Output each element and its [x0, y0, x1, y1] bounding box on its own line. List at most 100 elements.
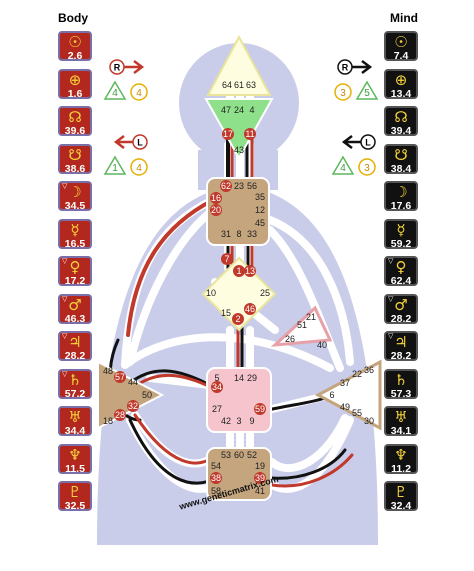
mind-column-title: Mind — [390, 11, 418, 25]
defined-gate-marker — [210, 472, 222, 484]
gate-6-label: 6 — [329, 390, 334, 400]
gate-line-value: 7.4 — [393, 50, 409, 62]
solar-plexus-center — [314, 359, 382, 431]
body-mars-tile: ▽♂46.3 — [58, 293, 92, 324]
gate-7-label: 7 — [224, 254, 229, 264]
gate-31-label: 31 — [221, 229, 231, 239]
mars-icon: ♂ — [68, 295, 82, 314]
arrow-letter: R — [114, 63, 121, 73]
mars-icon: ♂ — [394, 295, 408, 314]
gate-33-label: 33 — [247, 229, 257, 239]
gate-line-value: 34.5 — [64, 200, 86, 212]
north-node-icon: ☊ — [68, 108, 82, 126]
pluto-icon: ♇ — [394, 483, 408, 501]
gate-2-label: 2 — [235, 314, 240, 324]
gate-24-label: 24 — [234, 105, 244, 115]
gate-40-label: 40 — [317, 340, 327, 350]
defined-gate-marker — [220, 180, 232, 192]
gate-57-label: 57 — [115, 372, 125, 382]
south-node-icon: ☋ — [68, 145, 82, 164]
gate-13-label: 13 — [245, 266, 255, 276]
gate-line-value: 13.4 — [390, 87, 412, 100]
saturn-icon: ♄ — [394, 370, 408, 389]
gate-10-label: 10 — [206, 288, 216, 298]
neptune-icon: ♆ — [68, 445, 82, 464]
defined-gate-marker — [222, 128, 234, 140]
mind-mercury-tile: ☿59.2 — [384, 218, 418, 249]
gate-line-value: 11.2 — [391, 462, 411, 475]
arrow-letter: L — [137, 138, 143, 148]
gate-15-label: 15 — [221, 308, 231, 318]
body-venus-tile: ▽♀17.2 — [58, 256, 92, 287]
gate-45-label: 45 — [255, 218, 265, 228]
gate-44-label: 44 — [128, 377, 138, 387]
gate-line-value: 39.6 — [64, 125, 86, 137]
uranus-icon: ♅ — [394, 408, 408, 426]
gate-64-label: 64 — [222, 80, 232, 90]
ego-center — [270, 305, 333, 347]
gate-14-label: 14 — [234, 373, 244, 383]
gate-line-value: 2.6 — [67, 50, 83, 62]
gate-51-label: 51 — [297, 320, 307, 330]
gate-62-label: 62 — [221, 181, 231, 191]
variable-number: 5 — [364, 88, 370, 99]
earth-icon: ⊕ — [68, 70, 82, 89]
mind-sun-tile: ☉7.4 — [384, 31, 418, 62]
gate-line-value: 11.5 — [65, 462, 85, 475]
body-saturn-tile: ▽♄57.2 — [58, 368, 92, 400]
gate-32-label: 32 — [128, 401, 138, 411]
jupiter-icon: ♃ — [394, 333, 408, 351]
body-south-node-tile: ☋38.6 — [58, 143, 92, 174]
mind-saturn-tile: ♄57.3 — [384, 368, 418, 400]
defined-gate-marker — [244, 265, 256, 277]
gate-5-label: 5 — [214, 373, 219, 383]
body-silhouette — [97, 43, 378, 545]
sun-icon: ☉ — [68, 33, 82, 51]
throat-center — [206, 177, 270, 246]
arrow-letter: L — [365, 138, 371, 148]
body-neptune-tile: ♆11.5 — [58, 443, 92, 475]
activated-channels — [108, 138, 354, 488]
gate-11-label: 11 — [245, 129, 254, 139]
exalted-mark: ▽ — [62, 258, 68, 265]
body-earth-tile: ⊕1.6 — [58, 68, 92, 99]
gate-line-value: 28.2 — [64, 350, 86, 362]
circle-badge-icon — [334, 83, 352, 101]
gate-42-label: 42 — [221, 416, 231, 426]
gate-34-label: 34 — [212, 382, 222, 392]
gate-55-label: 55 — [352, 408, 362, 418]
mercury-icon: ☿ — [70, 220, 80, 239]
gate-line-value: 57.2 — [64, 387, 86, 400]
moon-icon: ☽ — [68, 183, 82, 201]
mind-earth-tile: ⊕13.4 — [384, 68, 418, 100]
spleen-center — [97, 360, 165, 430]
triangle-badge-icon — [331, 155, 355, 175]
body-jupiter-tile: ▽♃28.2 — [58, 331, 92, 362]
gate-9-label: 9 — [249, 416, 254, 426]
gate-20-label: 20 — [211, 205, 221, 215]
gate-3-label: 3 — [236, 416, 241, 426]
mind-south-node-tile: ☋38.4 — [384, 143, 418, 174]
gate-line-value: 34.4 — [64, 425, 86, 437]
gate-12-label: 12 — [255, 205, 265, 215]
defined-gate-marker — [127, 400, 139, 412]
gate-line-value: 57.3 — [390, 387, 412, 400]
variable-number: 3 — [340, 88, 346, 99]
exalted-mark: ▽ — [62, 183, 68, 190]
g-center — [201, 256, 277, 332]
earth-icon: ⊕ — [394, 70, 408, 89]
gate-50-label: 50 — [142, 390, 152, 400]
gate-54-label: 54 — [211, 461, 221, 471]
gate-46-label: 46 — [245, 304, 255, 314]
variable-number: 4 — [136, 163, 142, 174]
gate-line-value: 17.2 — [64, 275, 86, 287]
saturn-icon: ♄ — [68, 370, 82, 389]
defined-gate-marker — [244, 303, 256, 315]
gate-49-label: 49 — [340, 402, 350, 412]
gate-25-label: 25 — [260, 288, 270, 298]
mind-venus-tile: ▽♀62.4 — [384, 256, 418, 287]
gate-61-label: 61 — [234, 80, 244, 90]
gate-27-label: 27 — [212, 404, 222, 414]
